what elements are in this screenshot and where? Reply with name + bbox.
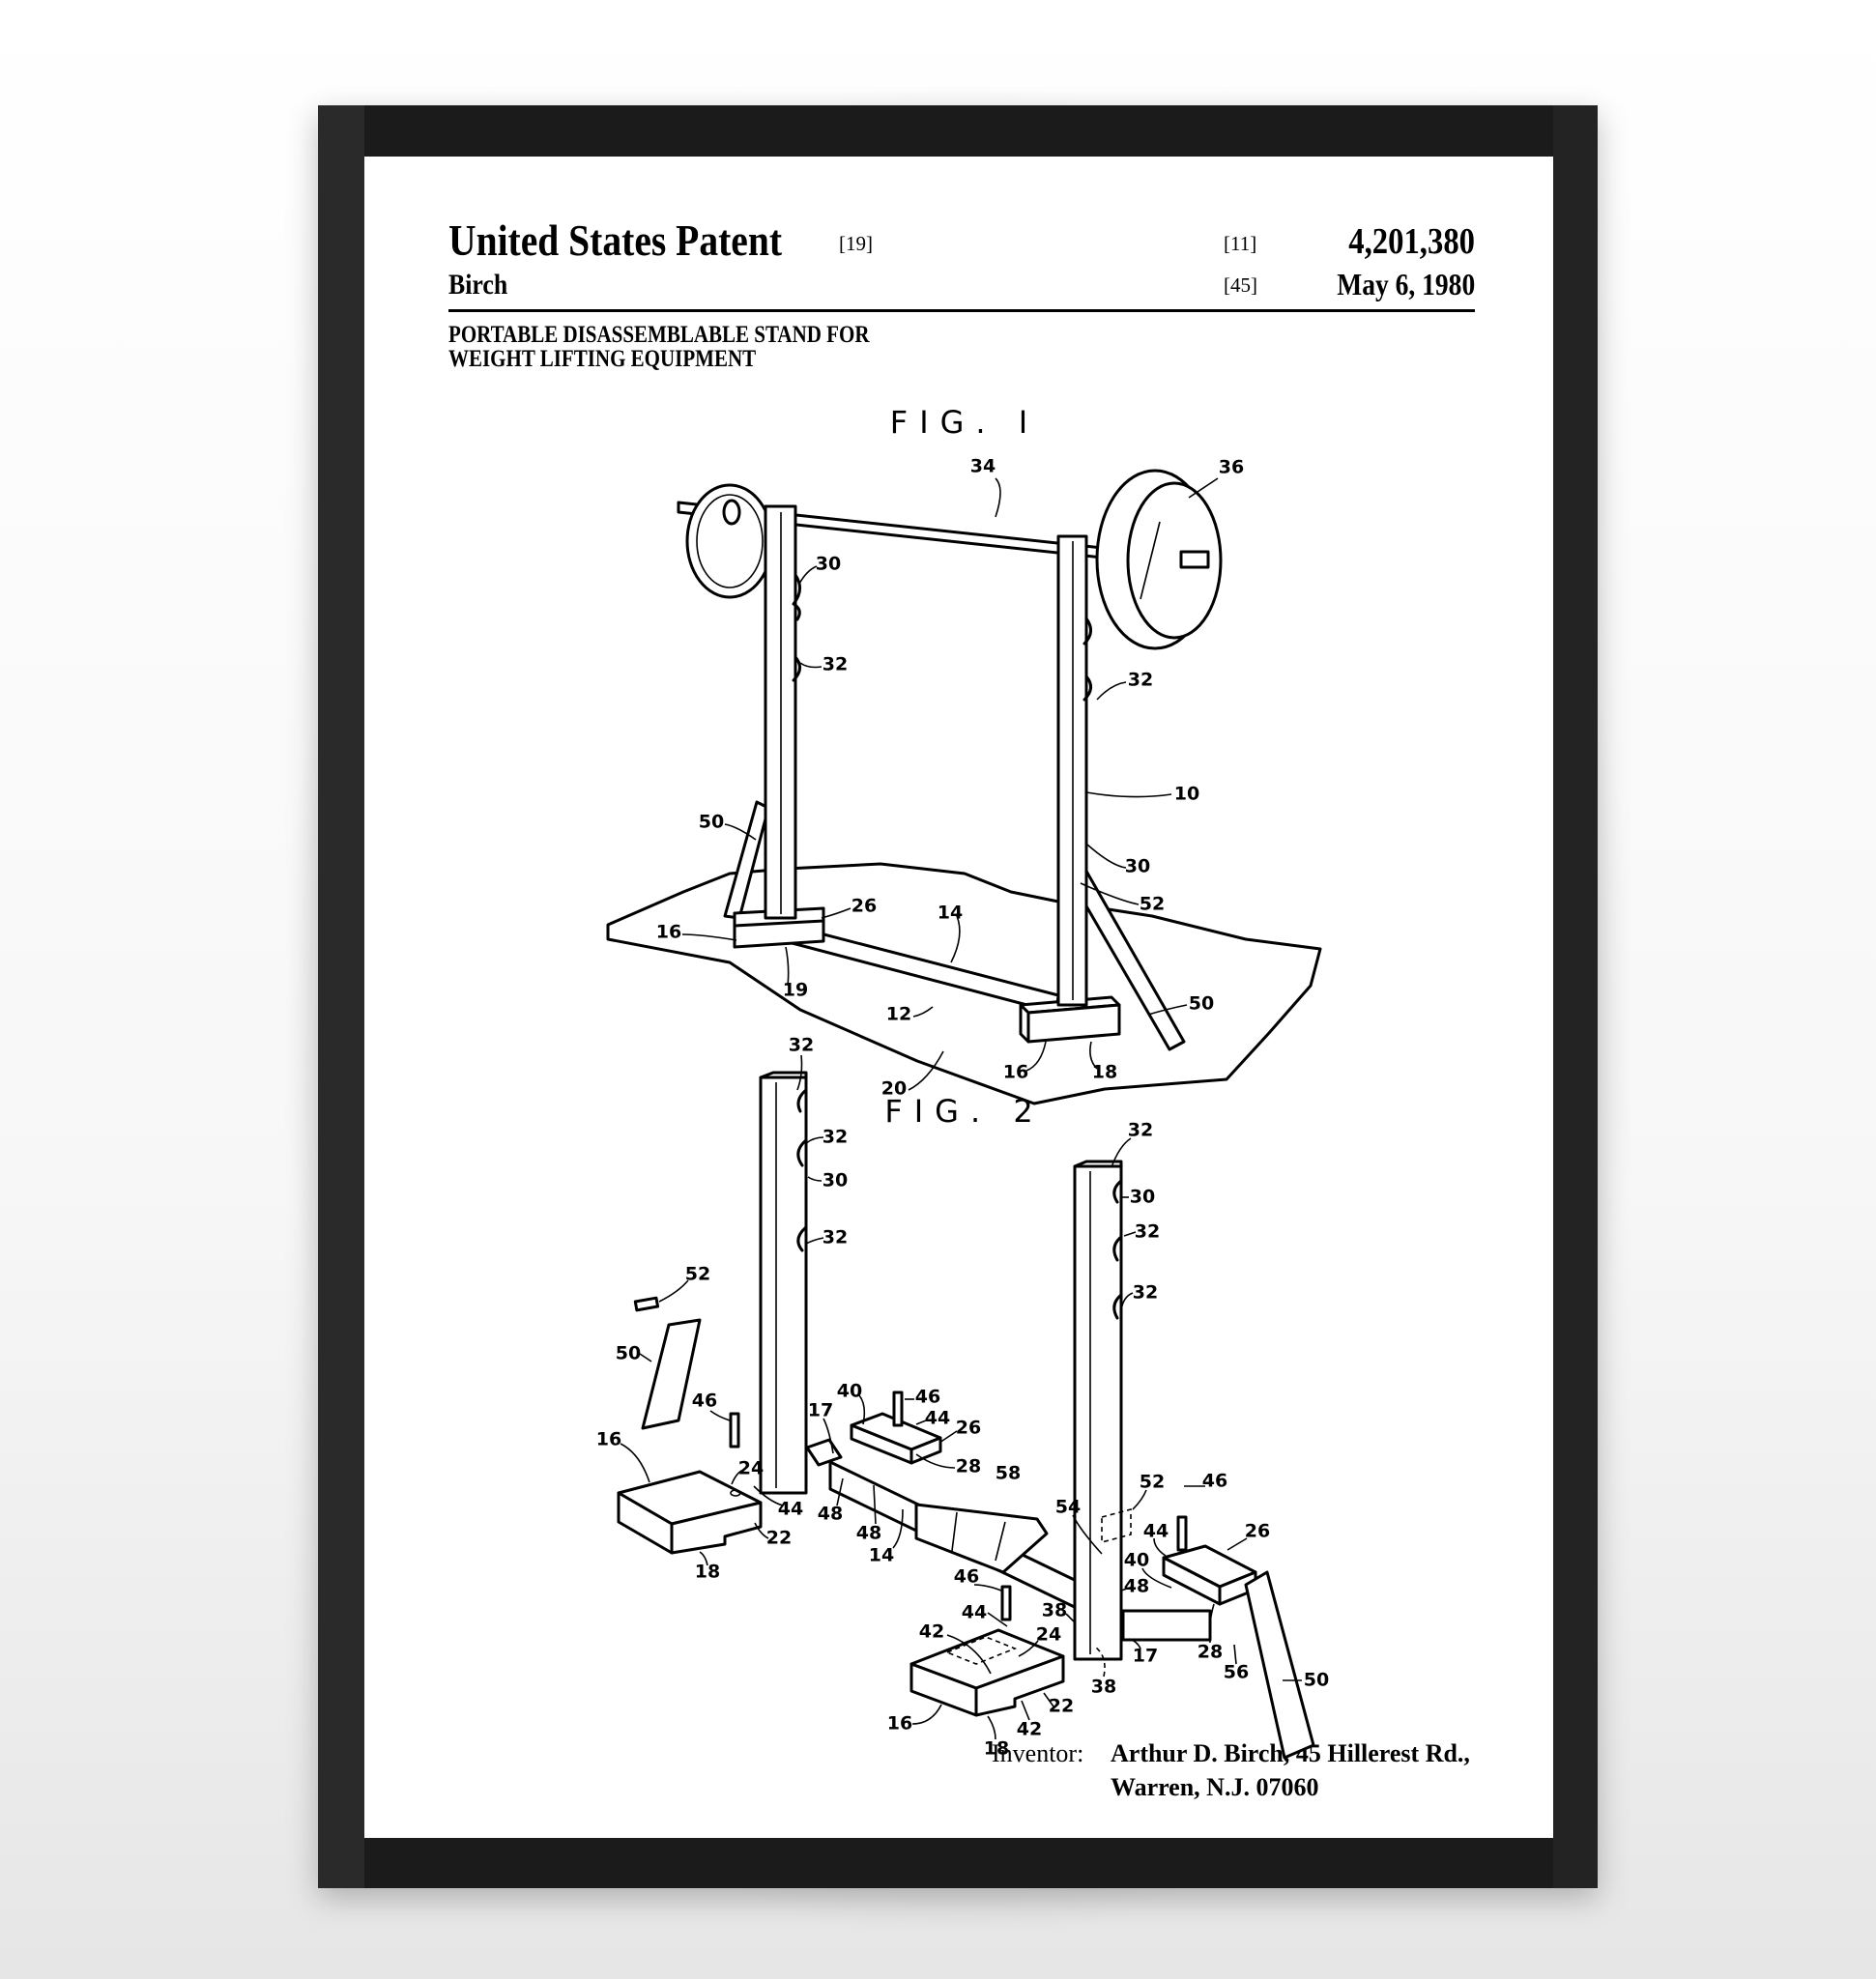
patent-number: 4,201,380: [1348, 221, 1475, 262]
fig2-label: 44: [778, 1499, 803, 1520]
fig2-label: 46: [915, 1387, 940, 1408]
left-post: [759, 1071, 808, 1495]
fig2-label: 50: [616, 1343, 641, 1364]
fig2-label: 46: [954, 1566, 979, 1588]
fig2-label: 50: [1304, 1670, 1329, 1691]
fig2-label: 40: [1124, 1550, 1149, 1571]
fig1-label: 32: [823, 654, 848, 675]
fig2-label: 48: [1124, 1576, 1149, 1597]
fig1-label: 36: [1219, 457, 1244, 478]
fig2-label: 54: [1055, 1497, 1081, 1518]
fig2-label: 28: [956, 1456, 981, 1477]
inventor-address-line2: Warren, N.J. 07060: [1111, 1773, 1319, 1801]
fig2-label: 40: [837, 1381, 862, 1402]
fig2-label: 22: [766, 1528, 792, 1549]
fig2-label: 38: [1091, 1677, 1116, 1698]
fig2-label: 26: [956, 1418, 981, 1439]
invention-title-line1: PORTABLE DISASSEMBLABLE STAND FOR: [448, 322, 870, 348]
fig1-label: 30: [1125, 856, 1150, 877]
pad: [914, 1503, 1049, 1574]
fig1-label: 32: [1128, 670, 1153, 691]
fig1-caption: FIG. I: [890, 404, 1039, 441]
fig1-label: 50: [1189, 993, 1214, 1015]
right-post: [1056, 534, 1092, 1007]
patent-header-title: United States Patent: [448, 215, 783, 265]
fig2-label: 28: [1198, 1642, 1223, 1663]
fig2-label: 24: [738, 1458, 764, 1479]
fig2-label: 17: [1133, 1646, 1158, 1667]
pin: [892, 1391, 904, 1427]
fig2-label: 52: [685, 1264, 710, 1285]
side-block: [1121, 1609, 1212, 1642]
fig2-label: 48: [856, 1523, 881, 1544]
fig2-label: 32: [789, 1035, 814, 1056]
fig2-caption: FIG. 2: [884, 1093, 1044, 1130]
fig2-label: 44: [1143, 1521, 1169, 1542]
fig2-leader-lines: [620, 1054, 1302, 1740]
fig1-label: 26: [851, 896, 877, 917]
fig1-label: 18: [1092, 1062, 1117, 1083]
invention-title-line2: WEIGHT LIFTING EQUIPMENT: [448, 346, 757, 372]
inventor-label: Inventor:: [992, 1739, 1084, 1767]
fig2-label: 44: [925, 1408, 950, 1429]
fig2-label: 22: [1049, 1696, 1074, 1717]
right-post: [1073, 1160, 1132, 1661]
fig2-label: 26: [1245, 1521, 1270, 1542]
fig2-label: 44: [962, 1602, 987, 1623]
barbell: [677, 469, 1223, 650]
fig2-label: 48: [818, 1504, 843, 1525]
fig1-label: 16: [1003, 1062, 1028, 1083]
right-brace: [1244, 1570, 1315, 1760]
fig2-label: 30: [1130, 1187, 1155, 1208]
fig2-label: 56: [1224, 1662, 1249, 1683]
fig2-label: 16: [887, 1713, 912, 1735]
fig1-label: 10: [1174, 784, 1199, 805]
inventor-surname: Birch: [448, 269, 508, 301]
left-post: [764, 504, 801, 920]
fig1-label: 20: [881, 1078, 907, 1100]
pin: [1176, 1515, 1188, 1552]
patent-header-code: [19]: [839, 232, 873, 255]
fig1-label: 52: [1140, 894, 1165, 915]
fig2-label: 42: [919, 1621, 944, 1643]
pin: [1000, 1585, 1012, 1621]
fig1-label: 30: [816, 554, 841, 575]
fig2-label: 46: [1202, 1471, 1227, 1492]
patent-number-code: [11]: [1224, 232, 1257, 255]
fig2-label: 18: [984, 1738, 1009, 1760]
figure-1: FIG. I: [606, 404, 1322, 1105]
fig2-label: 58: [996, 1463, 1021, 1484]
figure-2: FIG. 2: [596, 1035, 1329, 1760]
fig2-label: 32: [1133, 1282, 1158, 1304]
patent-date: May 6, 1980: [1337, 267, 1475, 301]
fig2-label: 18: [695, 1562, 720, 1583]
fig2-label: 32: [1128, 1120, 1153, 1141]
fig2-label: 32: [823, 1127, 848, 1148]
fig1-label: 50: [699, 812, 724, 833]
fig2-label: 16: [596, 1429, 621, 1450]
fig2-label: 52: [1140, 1472, 1165, 1493]
pin: [729, 1412, 740, 1448]
fig1-label: 16: [656, 922, 681, 943]
left-brace: [641, 1318, 702, 1430]
fig1-leader-lines: [681, 477, 1219, 1091]
fig2-label: 42: [1017, 1719, 1042, 1740]
bracket-part: [633, 1296, 660, 1312]
fig1-label: 12: [886, 1004, 911, 1025]
fig2-label: 32: [823, 1227, 848, 1248]
fig1-label: 19: [783, 980, 808, 1001]
fig1-label: 34: [970, 456, 996, 477]
fig2-label: 24: [1036, 1624, 1061, 1646]
header-divider: [448, 309, 1475, 312]
date-code: [45]: [1224, 273, 1257, 297]
fig2-label: 38: [1042, 1600, 1067, 1621]
fig1-label: 14: [938, 903, 963, 924]
fig2-label: 14: [869, 1545, 894, 1566]
fig2-label: 32: [1135, 1221, 1160, 1243]
fig2-label: 17: [808, 1400, 833, 1421]
fig2-label: 30: [823, 1170, 848, 1191]
fig2-label: 46: [692, 1391, 717, 1412]
